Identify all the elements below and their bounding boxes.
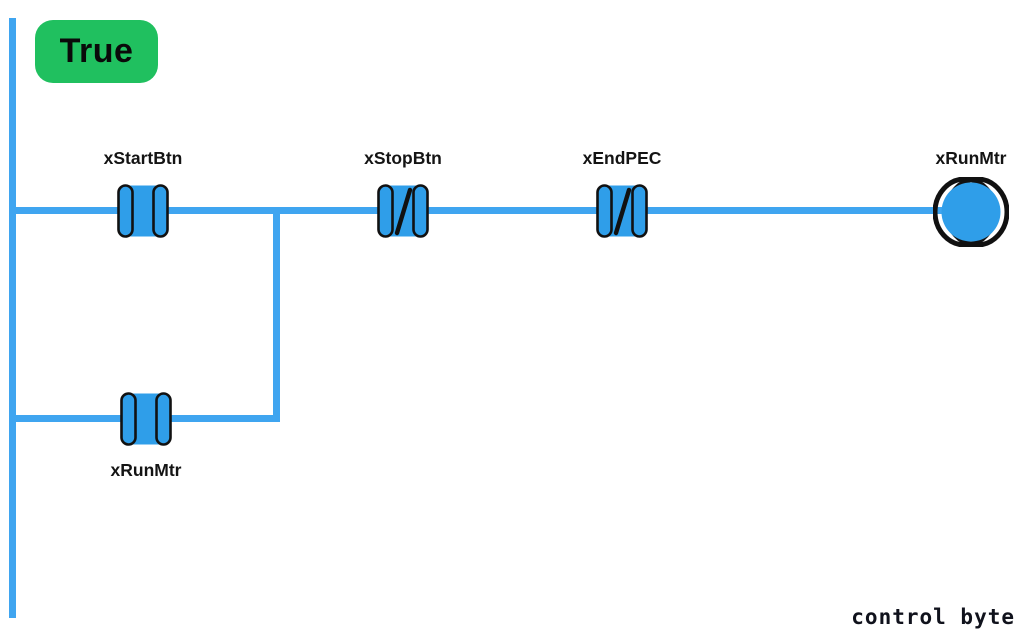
left-power-rail [9, 18, 16, 618]
normally-open-contact-icon [117, 184, 169, 243]
status-badge-true: True [35, 20, 158, 83]
normally-closed-contact-icon [377, 184, 429, 243]
output-coil-label: xRunMtr [935, 148, 1007, 168]
stop-contact-label: xStopBtn [364, 148, 442, 168]
status-badge-label: True [59, 32, 134, 70]
output-coil-icon [932, 176, 1010, 252]
main-rung-wire [9, 207, 945, 214]
control-byte-logo: control byte [851, 605, 1015, 629]
normally-closed-contact-icon [596, 184, 648, 243]
endpec-contact-label: xEndPEC [582, 148, 662, 168]
start-contact-label: xStartBtn [103, 148, 183, 168]
branch-vertical-wire [273, 207, 280, 422]
normally-open-contact-icon [120, 392, 172, 451]
seal-in-contact-label: xRunMtr [110, 460, 182, 480]
